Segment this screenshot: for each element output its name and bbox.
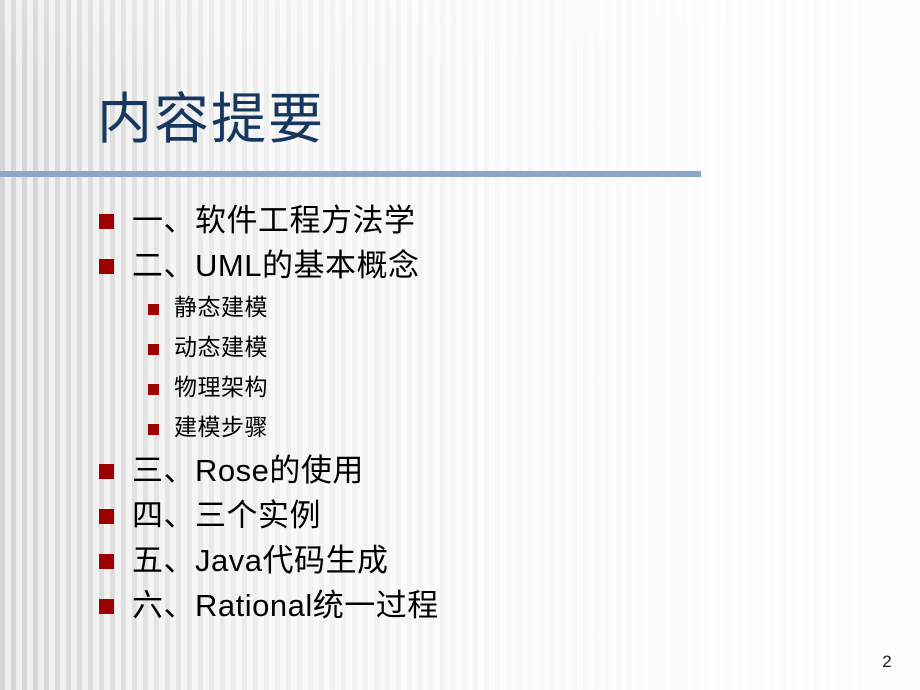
red-square-bullet-icon (99, 259, 114, 274)
outline-item-label: 四、三个实例 (132, 497, 321, 533)
outline-item-label: 物理架构 (174, 375, 268, 400)
red-square-bullet-icon (99, 464, 114, 479)
outline-item-level-1: 二、UML的基本概念 (0, 243, 920, 288)
outline-item-level-1: 六、Rational统一过程 (0, 583, 920, 628)
outline-item-label: 五、Java代码生成 (132, 542, 389, 578)
outline-item-level-1: 一、软件工程方法学 (0, 198, 920, 243)
outline-item-level-1: 四、三个实例 (0, 493, 920, 538)
red-square-bullet-small-icon (148, 383, 159, 395)
outline-item-label: 二、UML的基本概念 (132, 247, 420, 283)
slide-title: 内容提要 (97, 89, 326, 150)
outline-item-label: 一、软件工程方法学 (132, 202, 416, 238)
red-square-bullet-small-icon (148, 303, 159, 315)
outline-item-label: 建模步骤 (174, 415, 268, 440)
red-square-bullet-icon (99, 599, 114, 614)
red-square-bullet-small-icon (148, 343, 159, 355)
red-square-bullet-icon (99, 214, 114, 229)
outline-item-label: 静态建模 (174, 295, 268, 320)
slide-outline-list: 一、软件工程方法学二、UML的基本概念静态建模动态建模物理架构建模步骤三、Ros… (0, 198, 920, 628)
outline-item-level-2: 建模步骤 (0, 408, 920, 448)
outline-item-level-2: 静态建模 (0, 288, 920, 328)
red-square-bullet-small-icon (148, 423, 159, 435)
outline-item-level-1: 三、Rose的使用 (0, 448, 920, 493)
outline-item-level-2: 动态建模 (0, 328, 920, 368)
outline-item-label: 动态建模 (174, 335, 268, 360)
outline-item-level-1: 五、Java代码生成 (0, 538, 920, 583)
title-divider-rule (0, 171, 701, 177)
outline-item-level-2: 物理架构 (0, 368, 920, 408)
outline-item-label: 三、Rose的使用 (132, 452, 364, 488)
red-square-bullet-icon (99, 509, 114, 524)
outline-item-label: 六、Rational统一过程 (132, 587, 439, 623)
page-number: 2 (882, 652, 892, 671)
red-square-bullet-icon (99, 554, 114, 569)
